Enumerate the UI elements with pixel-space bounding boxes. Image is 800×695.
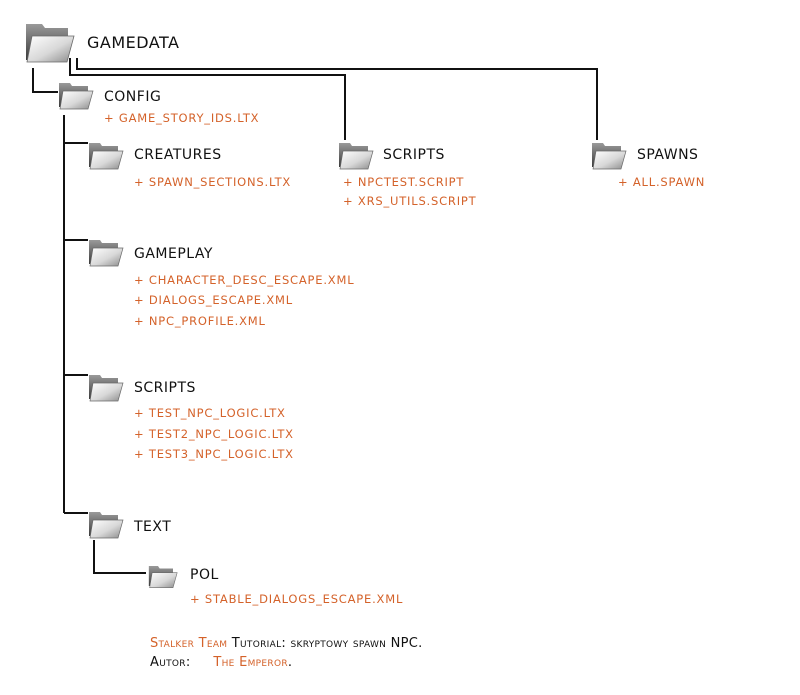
connector-root-scripts: [69, 58, 346, 140]
folder-icon: [89, 240, 124, 267]
credits-line-1: Stalker Team Tutorial: skryptowy spawn N…: [150, 636, 423, 651]
file-item[interactable]: + TEST_NPC_LOGIC.LTX: [134, 406, 286, 420]
folder-label: SCRIPTS: [134, 380, 196, 396]
file-item[interactable]: + NPCTEST.SCRIPT: [343, 175, 465, 189]
connector-root-spawns: [76, 58, 598, 140]
folder-label: SCRIPTS: [383, 147, 445, 163]
file-item[interactable]: + CHARACTER_DESC_ESCAPE.XML: [134, 273, 355, 287]
author-label: Autor:: [150, 655, 191, 670]
credits-line-2: Autor: The Emperor.: [150, 655, 292, 670]
folder-icon: [148, 566, 178, 588]
folder-icon: [89, 512, 124, 539]
folder-label: POL: [190, 567, 219, 583]
file-item[interactable]: + GAME_STORY_IDS.LTX: [104, 111, 260, 125]
folder-label: CONFIG: [104, 89, 162, 105]
file-item[interactable]: + NPC_PROFILE.XML: [134, 314, 266, 328]
folder-label: TEXT: [134, 519, 172, 535]
file-item[interactable]: + TEST2_NPC_LOGIC.LTX: [134, 427, 294, 441]
folder-icon: [339, 143, 374, 170]
folder-icon: [89, 143, 124, 170]
tutorial-title: Tutorial: skryptowy spawn NPC.: [231, 636, 423, 651]
file-item[interactable]: + SPAWN_SECTIONS.LTX: [134, 175, 292, 189]
folder-icon: [26, 24, 75, 63]
file-item[interactable]: + DIALOGS_ESCAPE.XML: [134, 293, 293, 307]
file-item[interactable]: + STABLE_DIALOGS_ESCAPE.XML: [190, 592, 404, 606]
folder-label: SPAWNS: [637, 147, 699, 163]
author-name: The Emperor: [213, 655, 288, 670]
folder-icon: [592, 143, 627, 170]
team-name: Stalker Team: [150, 636, 228, 651]
folder-icon: [59, 83, 94, 110]
folder-label: GAMEDATA: [87, 33, 180, 52]
connector-text-pol: [93, 540, 146, 574]
file-item[interactable]: + TEST3_NPC_LOGIC.LTX: [134, 447, 294, 461]
author-suffix: .: [287, 655, 293, 670]
file-item[interactable]: + XRS_UTILS.SCRIPT: [343, 194, 477, 208]
folder-icon: [89, 375, 124, 402]
connector-root-config: [32, 68, 58, 93]
folder-label: GAMEPLAY: [134, 246, 213, 262]
file-item[interactable]: + ALL.SPAWN: [618, 175, 706, 189]
folder-label: CREATURES: [134, 147, 222, 163]
